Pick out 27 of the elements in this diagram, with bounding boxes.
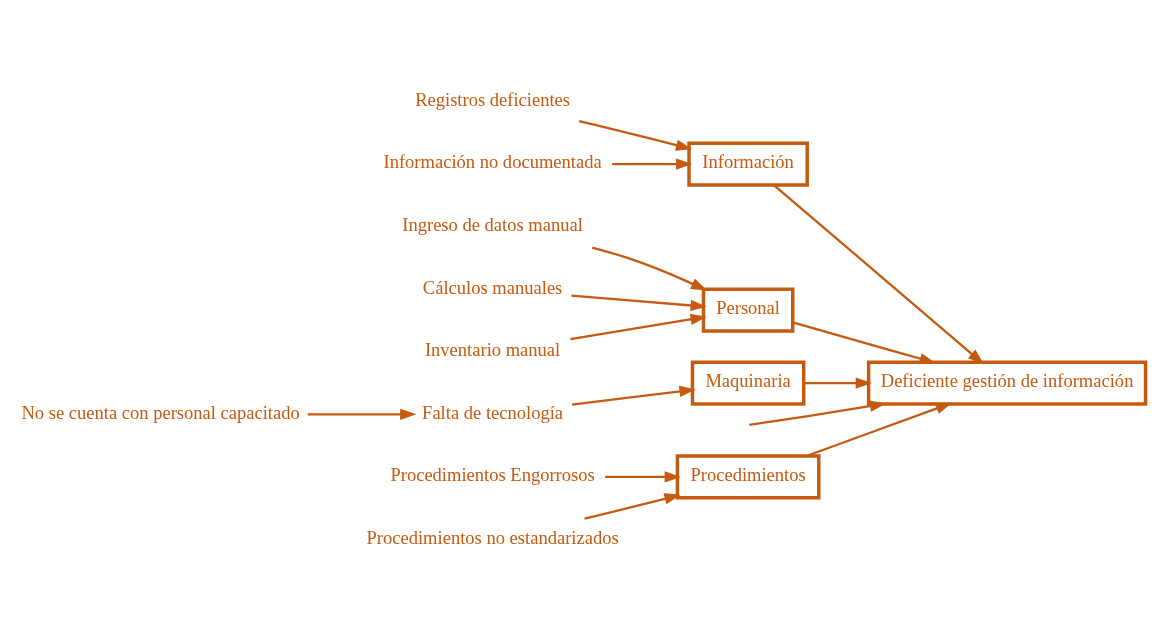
arrow <box>307 408 417 421</box>
arrow <box>605 471 681 483</box>
arrow <box>570 313 707 341</box>
arrow <box>572 385 696 406</box>
node-text: Ingreso de datos manual <box>402 214 583 236</box>
node-text: Procedimientos no estandarizados <box>366 526 619 548</box>
node-text: Procedimientos Engorrosos <box>390 464 595 486</box>
node-box: Información <box>687 141 809 187</box>
arrow <box>571 294 707 312</box>
arrow <box>591 246 708 291</box>
node-text: Información no documentada <box>383 151 602 173</box>
node-text: No se cuenta con personal capacitado <box>21 401 300 423</box>
arrow <box>578 119 693 151</box>
arrow <box>773 184 985 365</box>
arrow <box>806 402 953 458</box>
node-box: Deficiente gestión de información <box>866 360 1148 406</box>
arrow <box>612 158 693 170</box>
node-text: Registros deficientes <box>415 88 571 110</box>
node-text: Inventario manual <box>424 339 561 361</box>
arrow <box>584 493 681 520</box>
node-box: Procedimientos <box>675 454 821 500</box>
node-text: Falta de tecnología <box>422 401 564 423</box>
node-box: Maquinaria <box>690 360 806 406</box>
node-box: Personal <box>701 287 795 333</box>
arrow <box>804 377 872 389</box>
node-text: Cálculos manuales <box>422 276 563 298</box>
arrow <box>792 321 936 365</box>
